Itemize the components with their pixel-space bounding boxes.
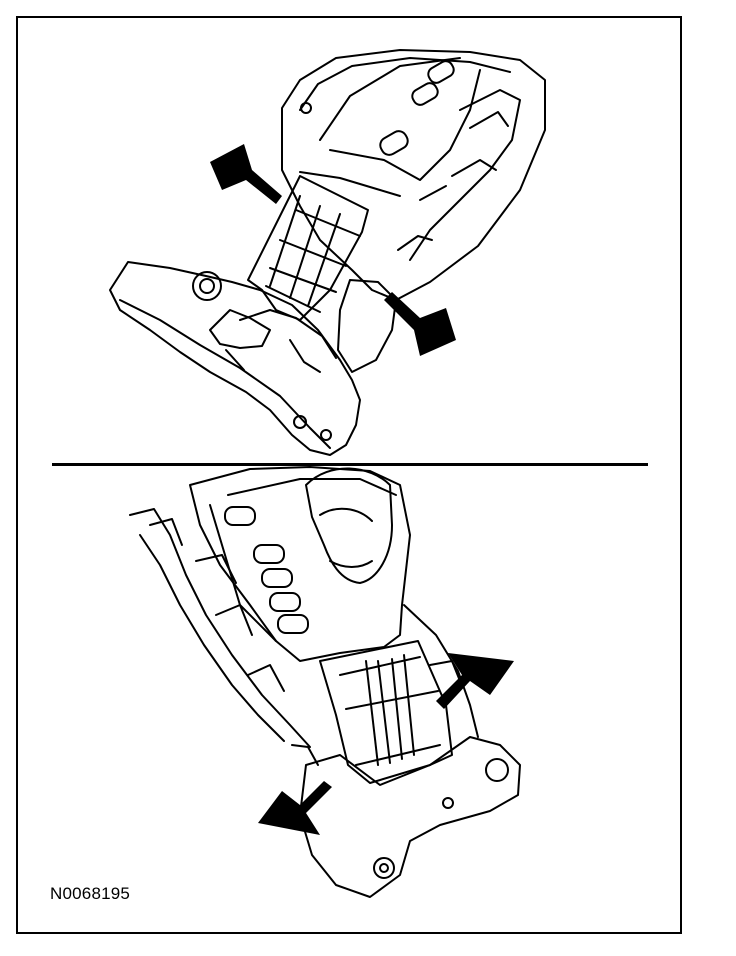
mounting-boss [192,271,222,301]
base-bracket [299,736,521,898]
lower-shifter-view [0,465,736,956]
shift-gate-shutter [319,640,453,784]
shifter-housing [189,466,411,662]
base-bracket [109,261,361,456]
shift-gate-shutter [247,175,369,321]
upper-shifter-view [0,0,736,465]
shifter-housing [281,49,546,301]
panel-divider [52,463,648,466]
arrow-lower-left [258,781,332,835]
arrow-lower-right [436,653,514,709]
mounting-boss [485,758,509,782]
shift-lever [305,467,393,584]
upper-shifter-drawing [109,49,546,456]
figure-id-label: N0068195 [50,884,131,903]
arrow-upper-left [210,144,282,204]
arrow-upper-right [384,292,456,356]
figure-border [16,16,682,934]
lower-shifter-drawing [129,466,521,898]
